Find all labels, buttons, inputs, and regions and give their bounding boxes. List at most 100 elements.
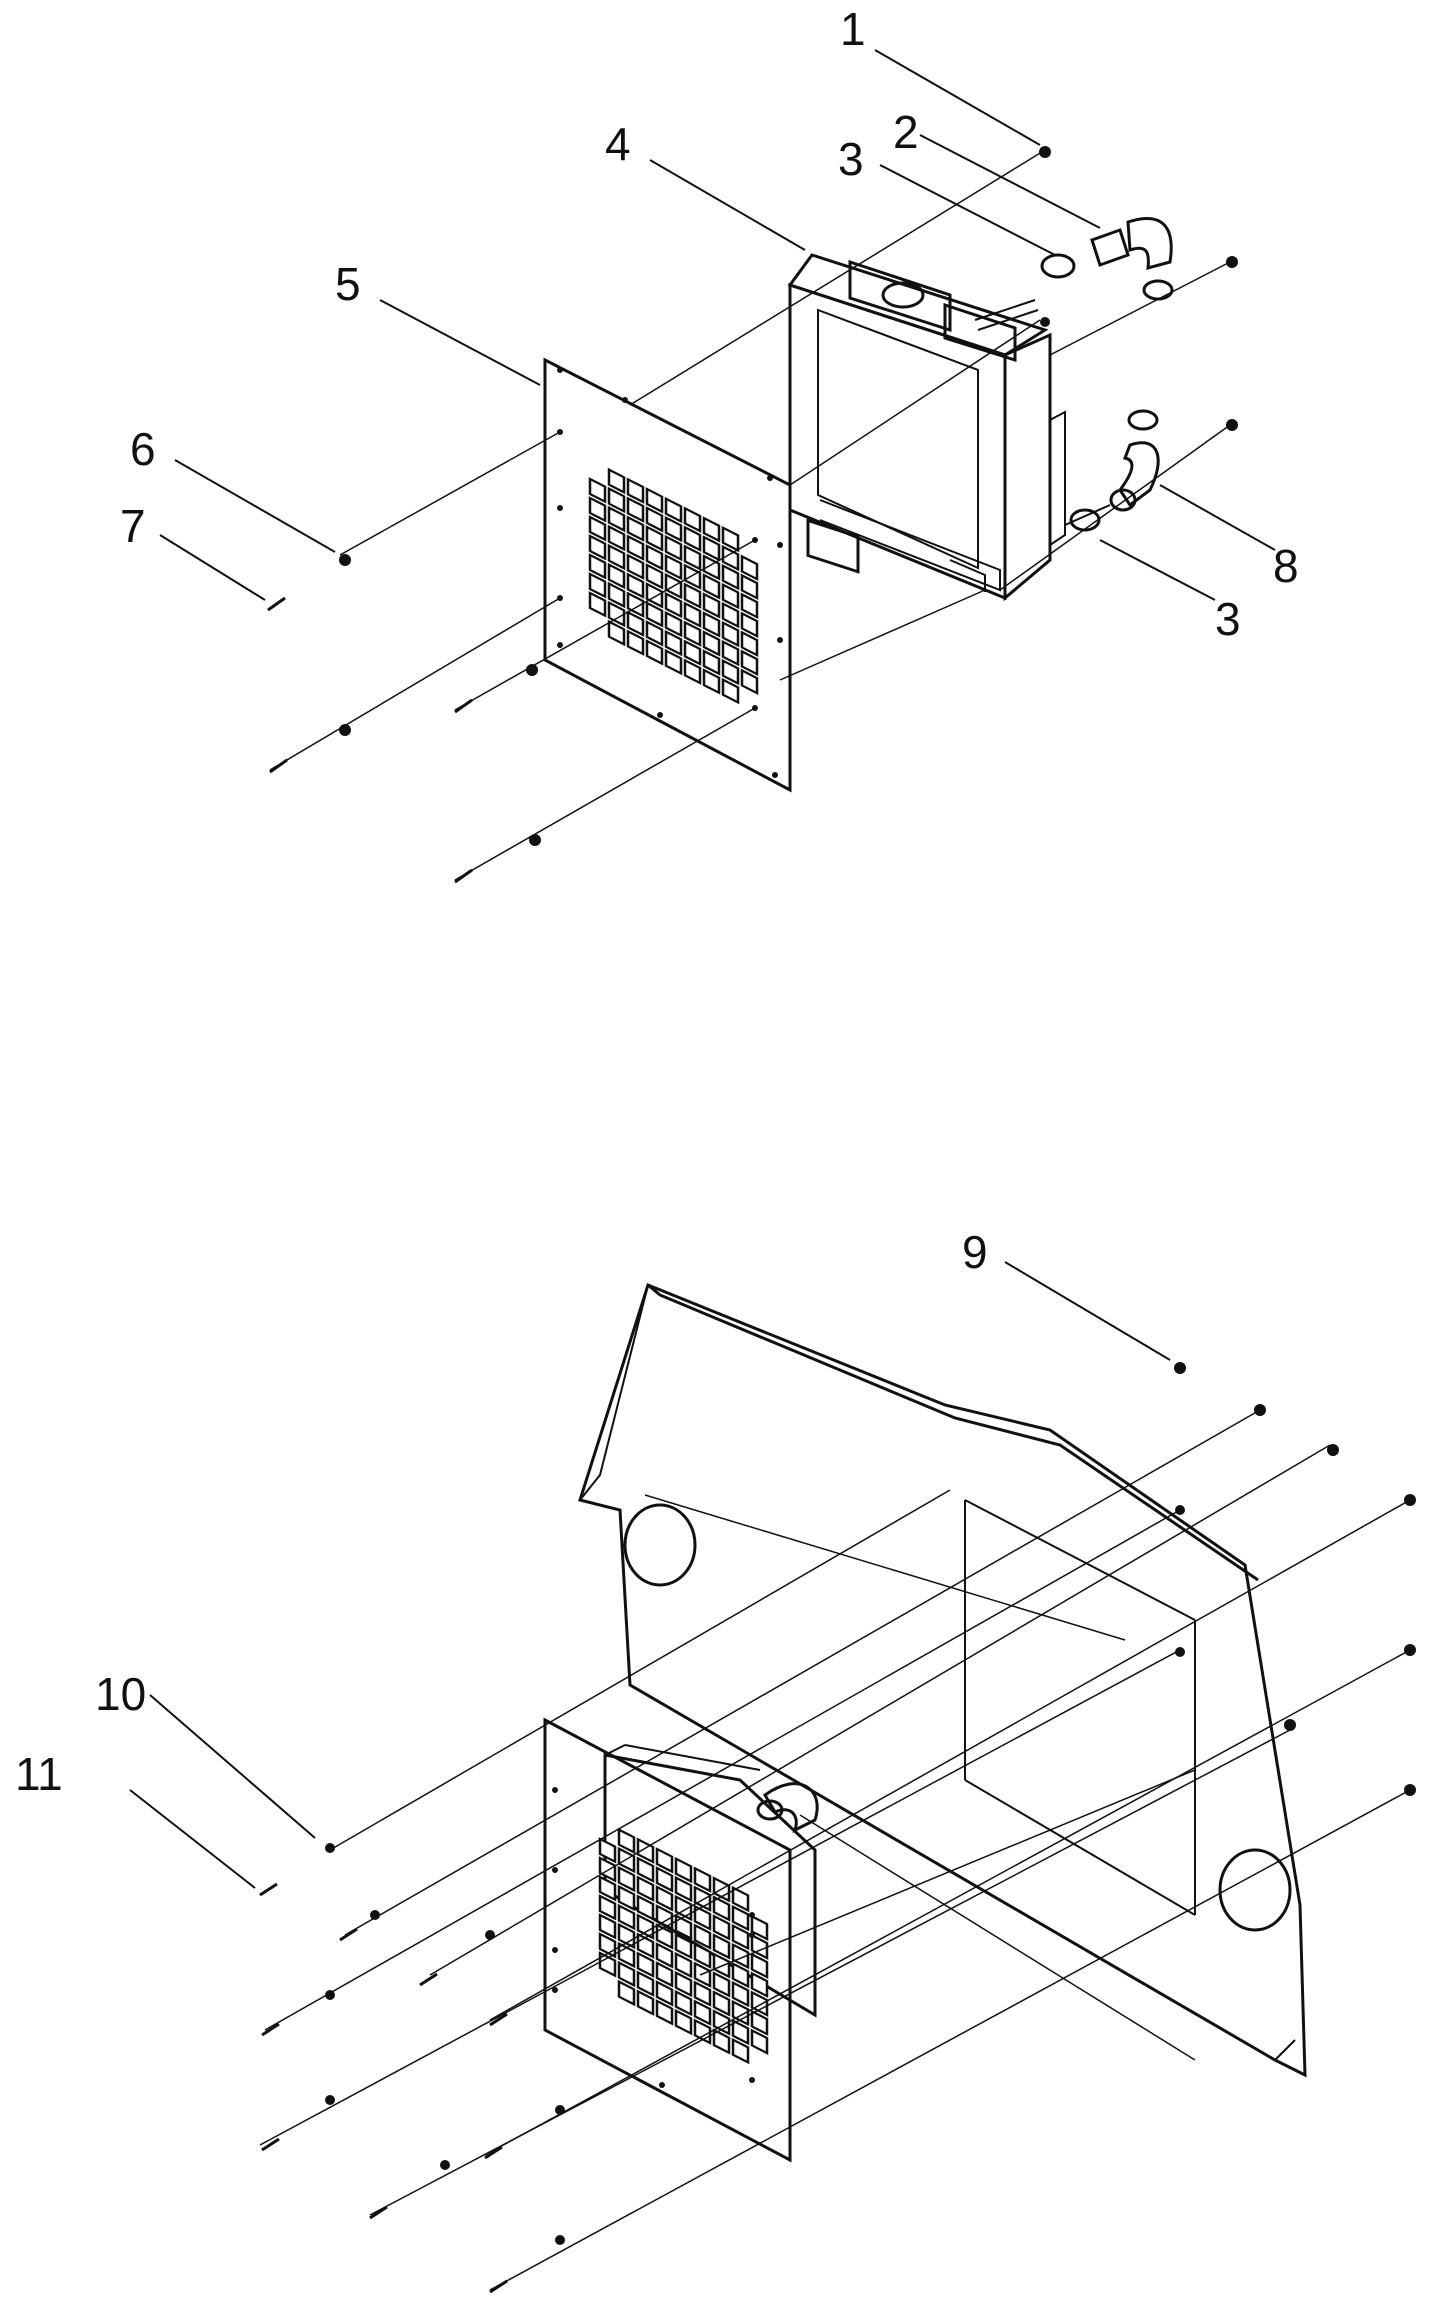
grille-cell (721, 639, 740, 667)
callout-leaders-lower (129, 1261, 1171, 1889)
shroud-panel-5 (543, 357, 792, 793)
grille-cell (693, 1866, 712, 1893)
callout-7: 7 (120, 500, 146, 552)
grille-cell (721, 620, 740, 648)
grille-cell (702, 611, 721, 638)
grille-cell (731, 1961, 750, 1989)
grille-cell (607, 543, 626, 571)
grille-cell (750, 1971, 769, 1998)
fitting-2-body (1090, 228, 1130, 267)
grille-cell (588, 515, 607, 542)
grille-cell (645, 639, 664, 666)
grille-cell (721, 563, 740, 591)
grille-cell (731, 1942, 750, 1970)
grille-cell (712, 1914, 731, 1941)
grille-cell (598, 1913, 617, 1940)
nut-3-lower (1069, 508, 1101, 532)
grille-cell (731, 1885, 750, 1913)
grille-cell (731, 2018, 750, 2046)
callout-8: 8 (1273, 540, 1299, 592)
screw-11 (259, 1882, 278, 1897)
grille-cell (626, 515, 645, 542)
grille-cell (598, 1951, 617, 1978)
grille-cell (636, 1875, 655, 1902)
grille-cell (740, 592, 759, 619)
washer-10 (325, 1843, 335, 1853)
grille-cell (702, 573, 721, 600)
grille-cell (731, 1999, 750, 2027)
elbow-8 (1118, 441, 1160, 508)
grille-cell (598, 1856, 617, 1883)
grille-cell (721, 544, 740, 572)
grille-cell (693, 1942, 712, 1969)
grille-cell (683, 506, 702, 533)
grille-cell (617, 1865, 636, 1893)
grille-cell (645, 506, 664, 533)
callout-3-upper: 3 (838, 133, 864, 185)
callout-1: 1 (840, 3, 866, 55)
grille-cell (607, 505, 626, 533)
grille-cell (645, 487, 664, 514)
grille-cell (712, 1971, 731, 1998)
callout-4: 4 (605, 118, 631, 170)
grille-cell (731, 1980, 750, 2008)
grille-cell (626, 534, 645, 561)
grille-cell (750, 2028, 769, 2055)
callout-labels-upper: 1 2 3 4 5 6 7 8 3 (120, 3, 1299, 645)
callout-labels-lower: 9 10 11 (15, 1226, 988, 1800)
grille-cell (674, 1932, 693, 1960)
grille-cell (693, 1904, 712, 1931)
grille-cell (645, 544, 664, 571)
grille-cell (702, 516, 721, 543)
grille-cell (674, 1894, 693, 1922)
radiator (787, 253, 1066, 602)
grille-cell (664, 629, 683, 657)
grille-cell (683, 620, 702, 647)
grille-cell (731, 1904, 750, 1932)
grille-cell (750, 1952, 769, 1979)
upper-assembly: 1 2 3 4 5 6 7 8 3 (120, 3, 1299, 884)
grille-cell (683, 582, 702, 609)
grille-cell (655, 1923, 674, 1950)
grille-lower (598, 1827, 769, 2065)
callout-6: 6 (130, 423, 156, 475)
elbow-2 (1126, 216, 1173, 271)
grille-cell (607, 581, 626, 609)
grille-cell (721, 658, 740, 686)
clamp-lower (1127, 409, 1159, 431)
grille-cell (617, 1827, 636, 1855)
grille-cell (636, 1989, 655, 2016)
grille-cell (664, 648, 683, 676)
callout-11: 11 (15, 1748, 63, 1800)
nut-3-upper (1040, 253, 1076, 279)
grille-cell (607, 467, 626, 495)
callout-10: 10 (95, 1668, 146, 1720)
grille-cell (674, 1913, 693, 1941)
grille-cell (588, 591, 607, 618)
grille-cell (683, 639, 702, 666)
grille-cell (626, 496, 645, 523)
grille-cell (655, 1961, 674, 1988)
grille-cell (702, 668, 721, 695)
explosion-lines-lower (259, 1409, 1411, 2291)
grille-cell (598, 1894, 617, 1921)
grille-cell (655, 1885, 674, 1912)
grille-cell (740, 630, 759, 657)
fasteners-upper (267, 146, 1238, 884)
grille-cell (607, 562, 626, 590)
grille-cell (588, 477, 607, 504)
grille-cell (674, 1951, 693, 1979)
grille-cell (712, 2028, 731, 2055)
grille-cell (683, 601, 702, 628)
grille-cell (645, 601, 664, 628)
callout-3-lower: 3 (1215, 593, 1241, 645)
grille-cell (674, 1875, 693, 1903)
grille-cell (645, 620, 664, 647)
grille-cell (588, 496, 607, 523)
grille-cell (626, 629, 645, 656)
grille-cell (683, 525, 702, 552)
grille-cell (607, 486, 626, 514)
callout-leaders-upper (159, 49, 1276, 601)
grille-cell (617, 1884, 636, 1912)
grille-cell (674, 2008, 693, 2036)
